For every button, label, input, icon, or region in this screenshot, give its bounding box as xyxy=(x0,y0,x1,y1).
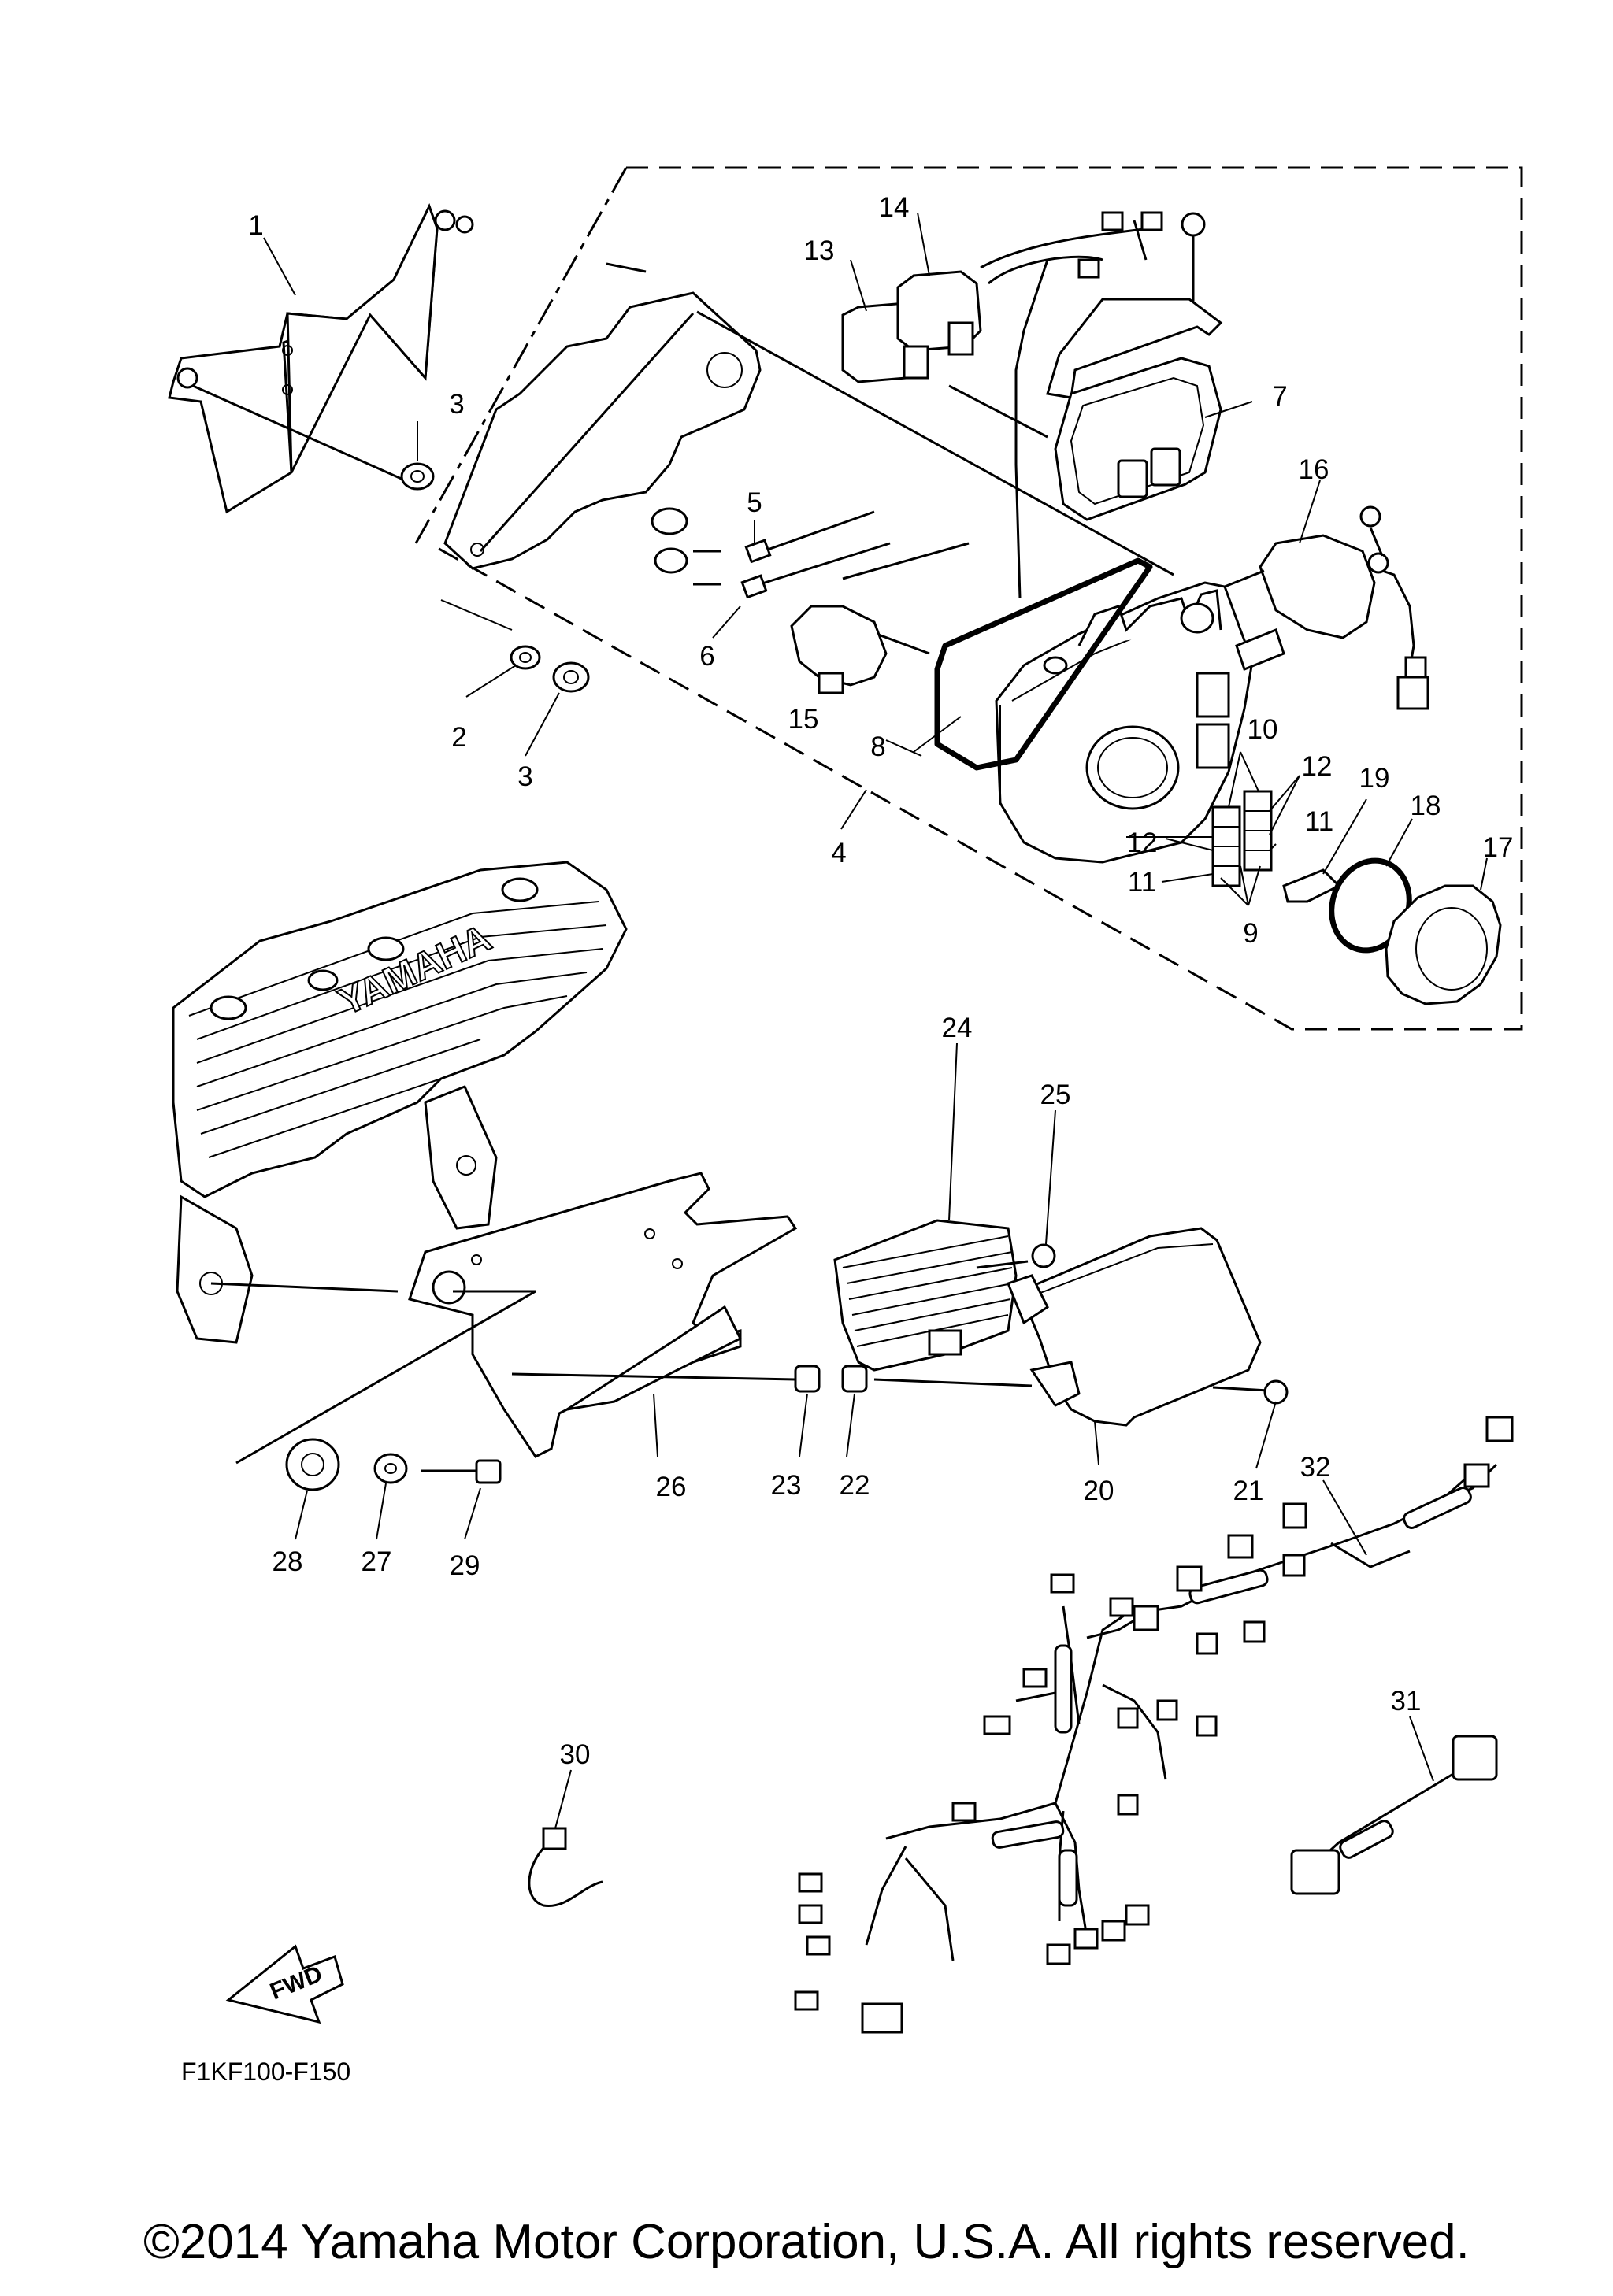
lead-wire-part xyxy=(528,1827,603,1908)
callout-11-left: 11 xyxy=(1128,867,1156,898)
mount-hardware xyxy=(285,1438,502,1491)
cap-part xyxy=(1385,884,1502,1005)
callout-31: 31 xyxy=(1391,1686,1422,1716)
grommet-parts xyxy=(400,462,590,693)
sensor-part xyxy=(1224,505,1429,710)
callout-12-right: 12 xyxy=(1302,751,1333,782)
callout-29: 29 xyxy=(450,1550,480,1581)
callout-9: 9 xyxy=(1243,918,1258,949)
callout-23: 23 xyxy=(771,1470,802,1501)
relay-parts xyxy=(841,270,1048,439)
bolt-21-part xyxy=(1212,1379,1289,1405)
callout-21: 21 xyxy=(1233,1476,1264,1506)
assembly-boundary xyxy=(414,166,1523,1031)
callout-22: 22 xyxy=(840,1470,870,1501)
sub-harness-part xyxy=(1290,1735,1498,1895)
rectifier-part xyxy=(833,1219,1029,1372)
callout-16: 16 xyxy=(1299,454,1329,485)
copyright-notice: ©2014 Yamaha Motor Corporation, U.S.A. A… xyxy=(143,2215,1470,2269)
callout-20: 20 xyxy=(1084,1476,1114,1506)
callout-28: 28 xyxy=(273,1546,303,1577)
callout-3-lower: 3 xyxy=(517,761,532,792)
clip-part xyxy=(1282,868,1341,903)
callout-3-upper: 3 xyxy=(449,389,464,420)
callout-18: 18 xyxy=(1411,791,1441,821)
callout-4: 4 xyxy=(831,838,846,868)
main-harness-part xyxy=(794,1416,1514,2034)
callout-26: 26 xyxy=(656,1472,687,1502)
bracket-lower-part xyxy=(235,1172,798,1465)
bolt-25-part xyxy=(1031,1243,1056,1268)
engine-block: YAMAHA xyxy=(172,861,628,1344)
harness-clamp xyxy=(1046,298,1223,399)
leader-lines xyxy=(263,212,1488,1829)
ecu-part xyxy=(873,1227,1262,1427)
bracket-part xyxy=(168,203,474,514)
callout-6: 6 xyxy=(699,641,714,672)
gasket-part xyxy=(934,557,1153,771)
callout-15: 15 xyxy=(788,704,819,735)
callout-5: 5 xyxy=(747,487,762,518)
top-harness xyxy=(980,211,1206,599)
mounting-plate xyxy=(443,291,1174,576)
cover-part xyxy=(1054,357,1222,521)
callout-1: 1 xyxy=(248,210,263,241)
callout-19: 19 xyxy=(1359,763,1390,794)
callout-10: 10 xyxy=(1248,714,1278,745)
ignition-coil-part xyxy=(790,605,888,694)
callout-32: 32 xyxy=(1300,1452,1331,1483)
control-housing xyxy=(995,581,1285,864)
collar-parts xyxy=(794,1365,868,1393)
forward-arrow-icon: FWD xyxy=(225,1944,344,2024)
callout-30: 30 xyxy=(560,1739,591,1770)
callout-2: 2 xyxy=(451,722,466,753)
callout-24: 24 xyxy=(942,1013,973,1043)
callout-14: 14 xyxy=(879,192,910,223)
diagram-code: F1KF100-F150 xyxy=(181,2057,350,2086)
callout-labels: 1 2 3 3 4 5 6 7 8 9 10 11 11 12 12 13 14… xyxy=(248,192,1513,1770)
terminal-blocks xyxy=(1211,790,1273,887)
callout-8: 8 xyxy=(870,731,885,762)
callout-13: 13 xyxy=(804,235,835,266)
callout-12-left: 12 xyxy=(1127,828,1158,858)
callout-25: 25 xyxy=(1040,1079,1071,1110)
callout-11-right: 11 xyxy=(1305,806,1333,837)
callout-7: 7 xyxy=(1272,381,1287,412)
callout-17: 17 xyxy=(1483,832,1514,863)
callout-27: 27 xyxy=(362,1546,392,1577)
